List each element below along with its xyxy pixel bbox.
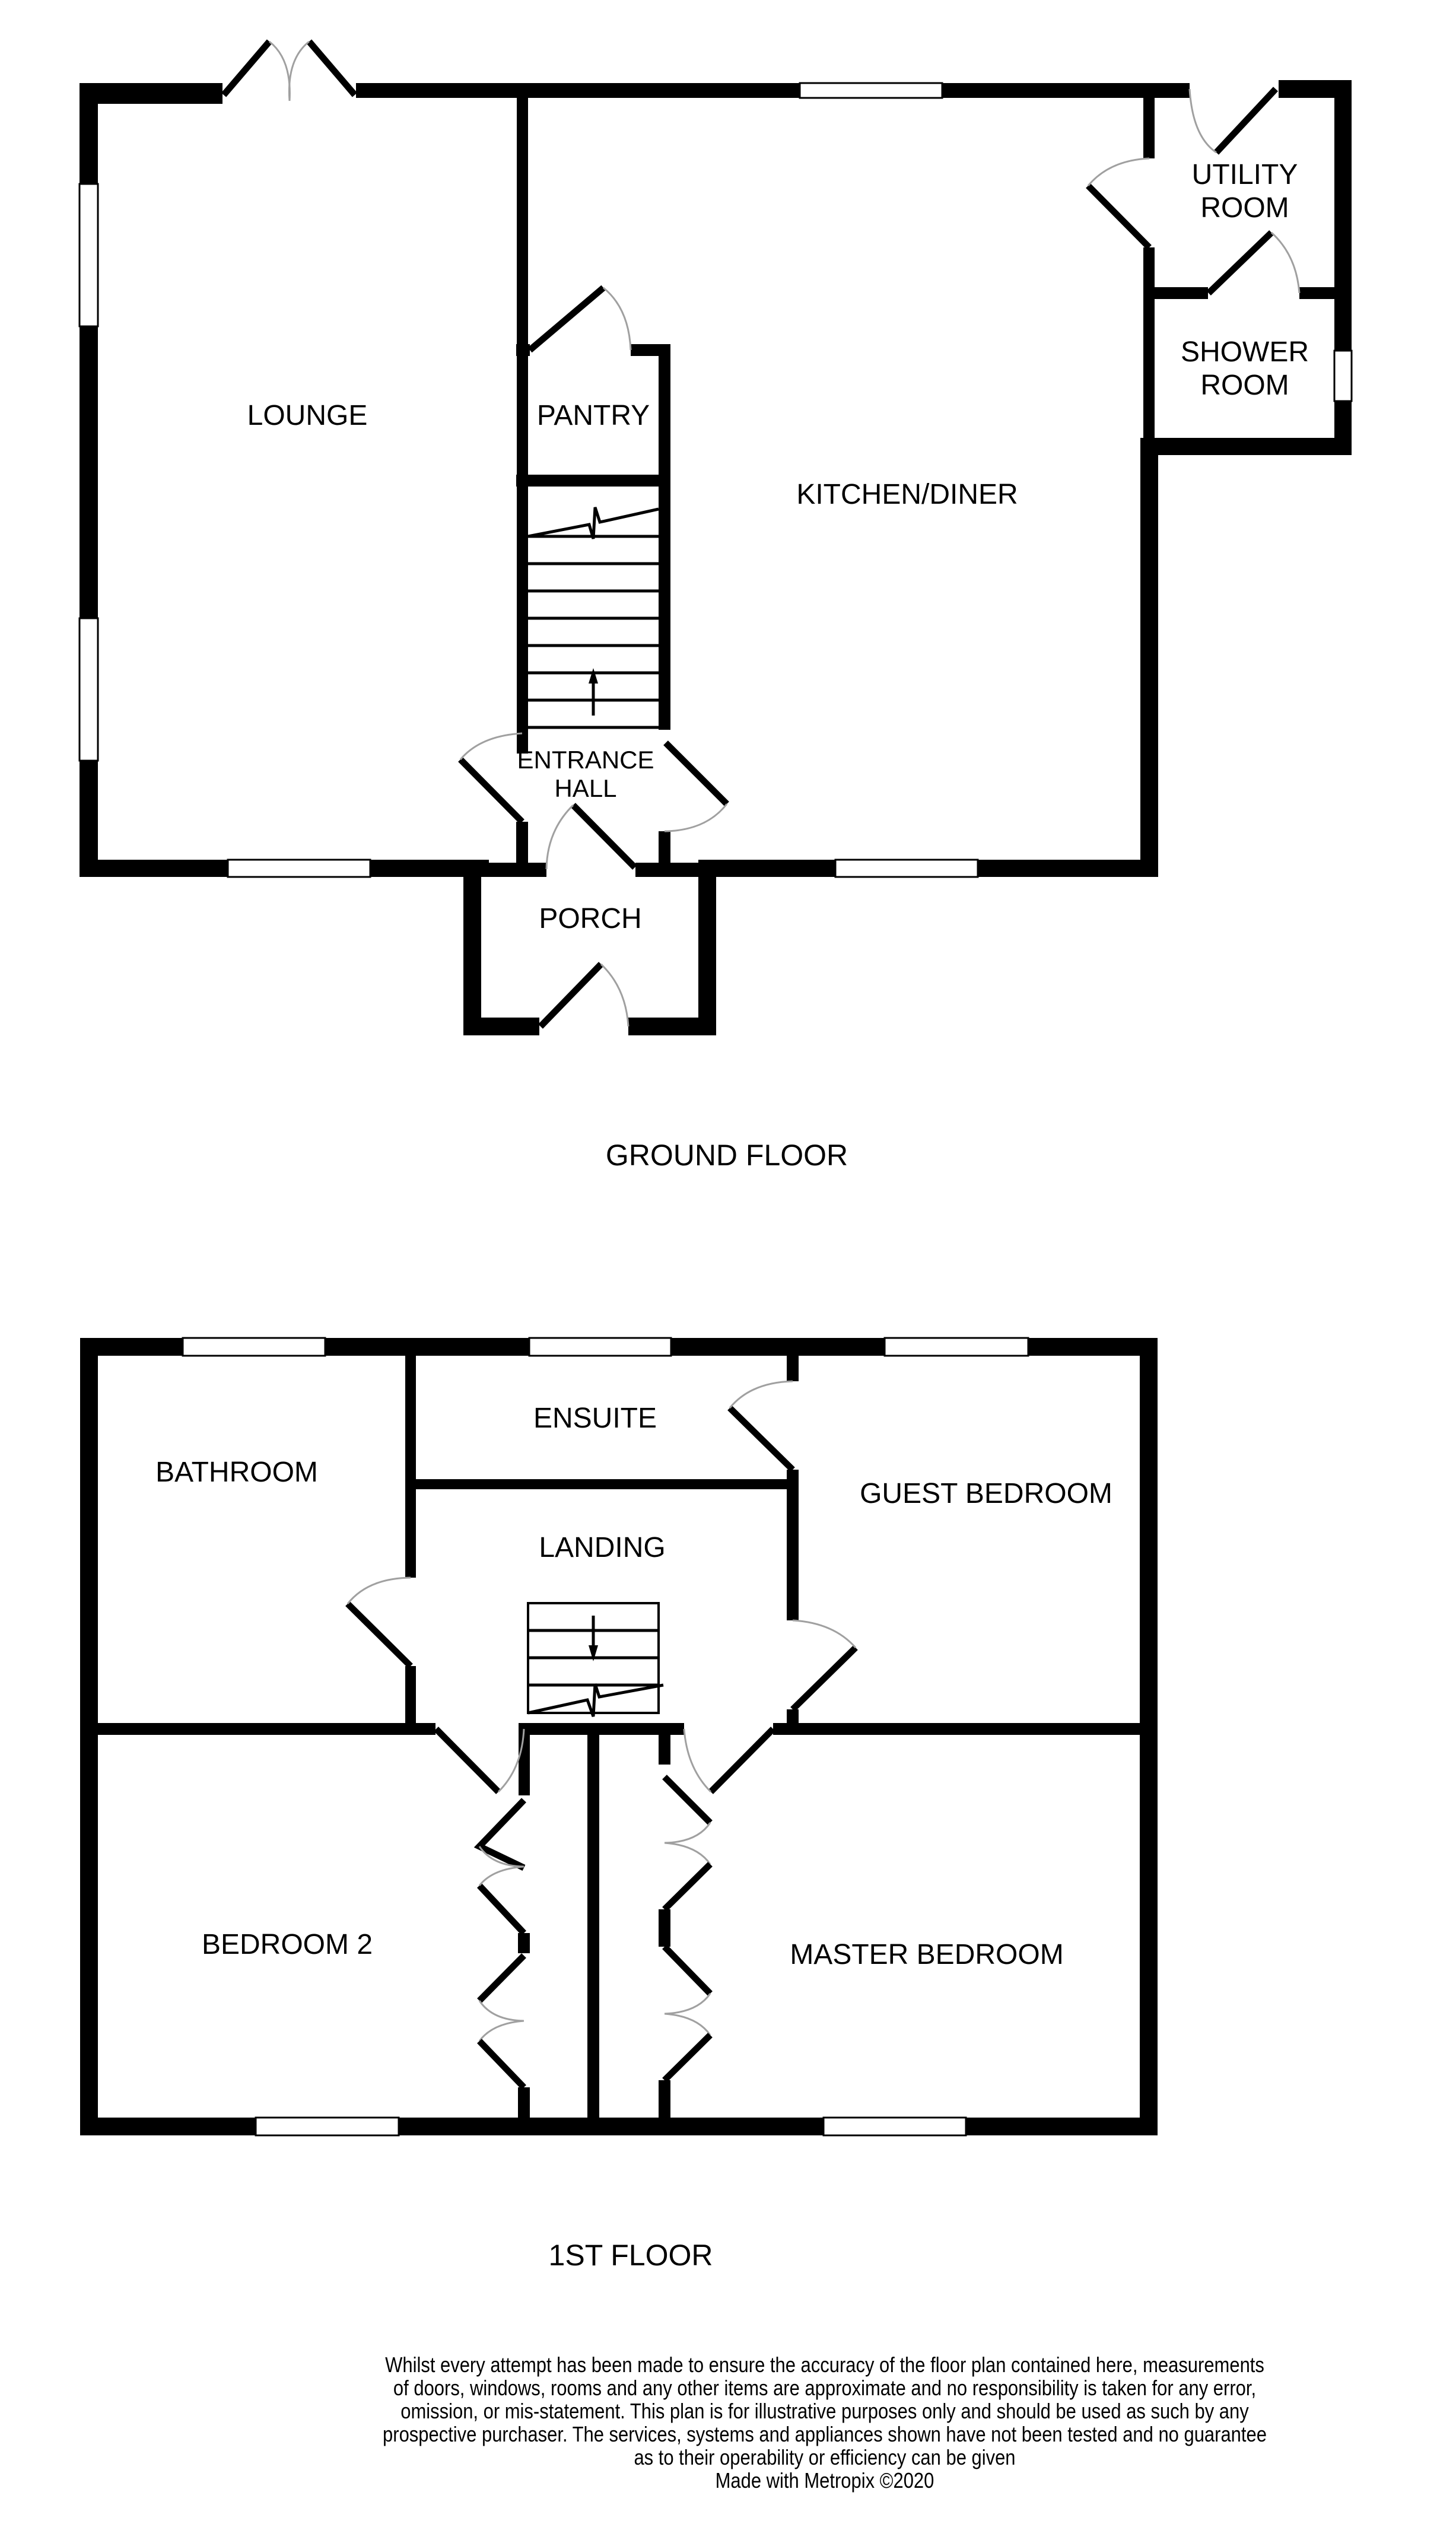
wardrobe-doors-icon [662,1775,713,2083]
room-label-entrance-hall: ENTRANCE [517,746,654,774]
arrow-up-icon [589,668,598,684]
staircase-icon [527,1602,664,1717]
first-floor-plan: BATHROOM ENSUITE LANDING GUEST BEDROOM B… [80,1337,1158,2272]
wall [659,1723,670,1765]
disclaimer-line: of doors, windows, rooms and any other i… [393,2376,1257,2400]
room-label-shower-room-line2: ROOM [1200,370,1289,401]
room-label-utility-room-line2: ROOM [1200,192,1289,224]
wall [405,1666,416,1729]
door-icon [683,1727,775,1794]
wall [481,863,546,877]
room-label-guest-bedroom: GUEST BEDROOM [860,1478,1112,1509]
wall [98,1723,435,1735]
front-door-icon [538,962,630,1029]
door-icon [545,803,637,870]
door-icon [727,1380,795,1472]
wall [1140,438,1158,877]
french-doors-icon [221,39,358,101]
wall [698,860,716,1035]
wall [773,1723,1140,1735]
door-icon [527,285,632,353]
window [799,82,943,99]
wall [659,831,670,867]
floor-label-first: 1ST FLOOR [549,2239,713,2272]
wall [516,344,530,356]
wall [628,1018,716,1035]
room-label-kitchen-diner: KITCHEN/DINER [796,479,1018,510]
room-label-porch: PORCH [539,903,641,934]
window [182,1337,326,1357]
room-label-utility-room: UTILITY [1192,159,1298,190]
room-label-pantry: PANTRY [537,400,650,431]
wall [405,1356,416,1578]
window [227,859,371,878]
wall [518,2087,530,2120]
wall [1299,287,1335,299]
wall [416,1479,787,1489]
disclaimer-text: Whilst every attempt has been made to en… [350,2353,1299,2492]
floor-label-ground: GROUND FLOOR [606,1139,848,1172]
wall [659,2080,670,2120]
wall [517,98,528,754]
wall [1155,287,1208,299]
disclaimer-line: omission, or mis-statement. This plan is… [400,2399,1249,2423]
wall [463,860,481,1035]
room-label-master-bedroom: MASTER BEDROOM [790,1939,1063,1970]
wall [80,83,222,104]
window [834,859,979,878]
wall [787,1470,799,1620]
door-icon [1206,230,1301,295]
wall [659,344,670,730]
wardrobe-doors-icon [473,1798,527,2090]
wall [1143,247,1155,438]
room-label-lounge: LOUNGE [247,400,368,431]
room-label-landing: LANDING [539,1532,665,1563]
door-icon [663,740,729,832]
window [78,617,99,762]
room-label-entrance-hall-line2: HALL [554,774,616,802]
door-icon [345,1576,413,1668]
wall [1140,438,1352,455]
disclaimer-line: Whilst every attempt has been made to en… [385,2353,1264,2377]
wall [516,475,670,487]
wall [1140,1338,1158,2135]
arrow-down-icon [589,1645,598,1661]
window [822,2116,967,2137]
wall [587,1723,599,2120]
wall [516,822,528,869]
wall [518,1933,530,1953]
wall [80,1338,98,2135]
window [528,1337,672,1357]
wall [463,1018,539,1035]
window [883,1337,1029,1357]
door-icon [790,1619,858,1712]
wall [356,83,1190,98]
wall [519,1723,530,1795]
door-icon [458,732,524,824]
window [1333,349,1353,402]
room-label-ensuite: ENSUITE [533,1403,657,1434]
room-label-bedroom-2: BEDROOM 2 [202,1929,373,1960]
room-label-shower-room: SHOWER [1181,336,1309,368]
window [255,2116,400,2137]
window [78,183,99,328]
disclaimer-line: as to their operability or efficiency ca… [634,2445,1016,2469]
wall [659,1909,670,1947]
wall [80,2118,1158,2135]
door-icon [1188,87,1279,155]
wall [519,1723,684,1735]
door-icon [434,1727,525,1794]
ground-floor-plan: LOUNGE PANTRY KITCHEN/DINER UTILITY ROOM… [78,39,1353,1172]
wall [1143,98,1155,158]
wall [787,1356,799,1381]
disclaimer-line: prospective purchaser. The services, sys… [383,2422,1267,2446]
door-icon [1086,157,1152,250]
room-label-bathroom: BATHROOM [155,1457,318,1488]
staircase-icon [527,507,659,729]
metropix-credit: Made with Metropix ©2020 [715,2468,934,2493]
wall [787,1709,799,1727]
